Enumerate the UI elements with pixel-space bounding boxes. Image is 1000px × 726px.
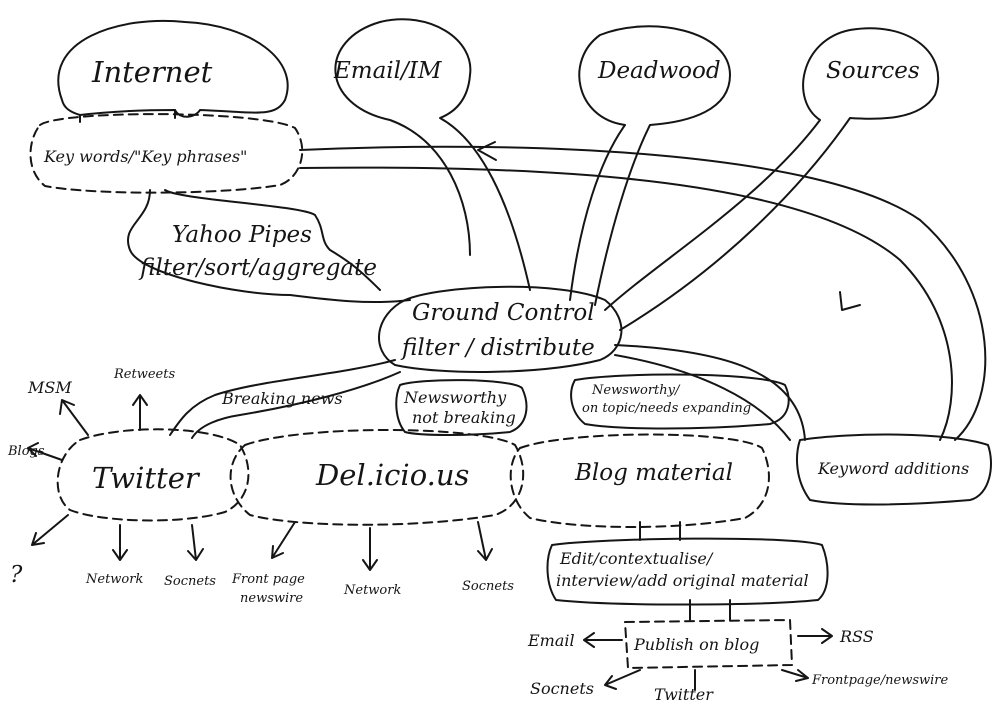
sources-bubble — [604, 27, 940, 331]
twitter-socnets-label: Socnets — [164, 574, 216, 589]
feedback-arrowhead-side — [839, 291, 861, 311]
unknown-output-label: ? — [10, 562, 23, 588]
feedback-arrowhead-top — [477, 141, 497, 161]
twitter-label: Twitter — [92, 461, 201, 495]
internet-bubble — [57, 19, 289, 118]
ground-control-label: Ground Control — [412, 300, 595, 326]
delicious-socnets-label: Socnets — [462, 579, 514, 594]
frontpage-newswire-label: Frontpage/newswire — [811, 673, 948, 688]
twitter-network-label: Network — [85, 572, 143, 587]
delicious-network-label: Network — [343, 583, 401, 598]
blog-material-bubble — [509, 433, 770, 528]
retweets-label: Retweets — [113, 367, 175, 382]
keywords-label: Key words/"Key phrases" — [43, 147, 247, 166]
edit-label-line2: interview/add original material — [556, 571, 809, 590]
feedback-loop-inner — [299, 166, 953, 441]
edit-box — [546, 537, 829, 606]
keyword-additions-box — [796, 433, 992, 506]
yahoo-pipes-shape-inner — [164, 189, 381, 291]
delicious-arrows — [271, 521, 493, 571]
ground-control-to-additions — [614, 344, 806, 441]
ground-control-bubble — [378, 285, 623, 373]
yahoo-pipes-shape — [127, 189, 411, 304]
delicious-label: Del.icio.us — [315, 458, 469, 492]
publish-twitter-label: Twitter — [654, 685, 714, 704]
sources-label: Sources — [826, 58, 920, 84]
blog-material-label: Blog material — [574, 460, 733, 486]
delicious-bubble — [229, 429, 525, 526]
twitter-bubble — [56, 428, 250, 522]
internet-label: Internet — [91, 55, 213, 89]
topic-label-line1: Newsworthy/ — [591, 383, 681, 398]
internet-to-keywords-link — [79, 109, 176, 123]
blogs-label: Blogs — [7, 444, 45, 459]
breaking-news-channel — [169, 359, 401, 439]
publish-box — [624, 619, 793, 669]
email-im-bubble — [334, 18, 531, 291]
keywords-box — [29, 113, 304, 194]
publish-label: Publish on blog — [633, 635, 759, 654]
newsworthy-label-line2: not breaking — [412, 408, 516, 427]
yahoo-pipes-label: Yahoo Pipes — [172, 222, 312, 248]
yahoo-pipes-action: filter/sort/aggregate — [138, 255, 377, 281]
newsworthy-label-line1: Newsworthy — [403, 388, 507, 407]
deadwood-label: Deadwood — [597, 58, 721, 84]
email-im-label: Email/IM — [333, 58, 443, 84]
keyword-additions-label: Keyword additions — [817, 459, 969, 478]
deadwood-bubble — [569, 25, 731, 306]
front-page-label-line1: Front page — [231, 572, 305, 587]
twitter-arrows — [27, 394, 204, 561]
breaking-news-label: Breaking news — [221, 389, 343, 408]
blog-to-edit-link — [639, 521, 681, 541]
publish-socnets-label: Socnets — [530, 679, 594, 698]
topic-box — [570, 373, 790, 430]
publish-email-label: Email — [527, 631, 575, 650]
publish-arrows — [583, 628, 833, 691]
msm-label: MSM — [27, 378, 72, 397]
topic-label-line2: on topic/needs expanding — [582, 401, 751, 416]
front-page-label-line2: newswire — [240, 591, 303, 606]
newsworthy-box — [395, 379, 528, 436]
publish-rss-label: RSS — [839, 627, 874, 646]
edit-to-publish-link — [689, 599, 731, 621]
ground-control-action: filter / distribute — [400, 335, 595, 361]
edit-label-line1: Edit/contextualise/ — [559, 549, 714, 568]
